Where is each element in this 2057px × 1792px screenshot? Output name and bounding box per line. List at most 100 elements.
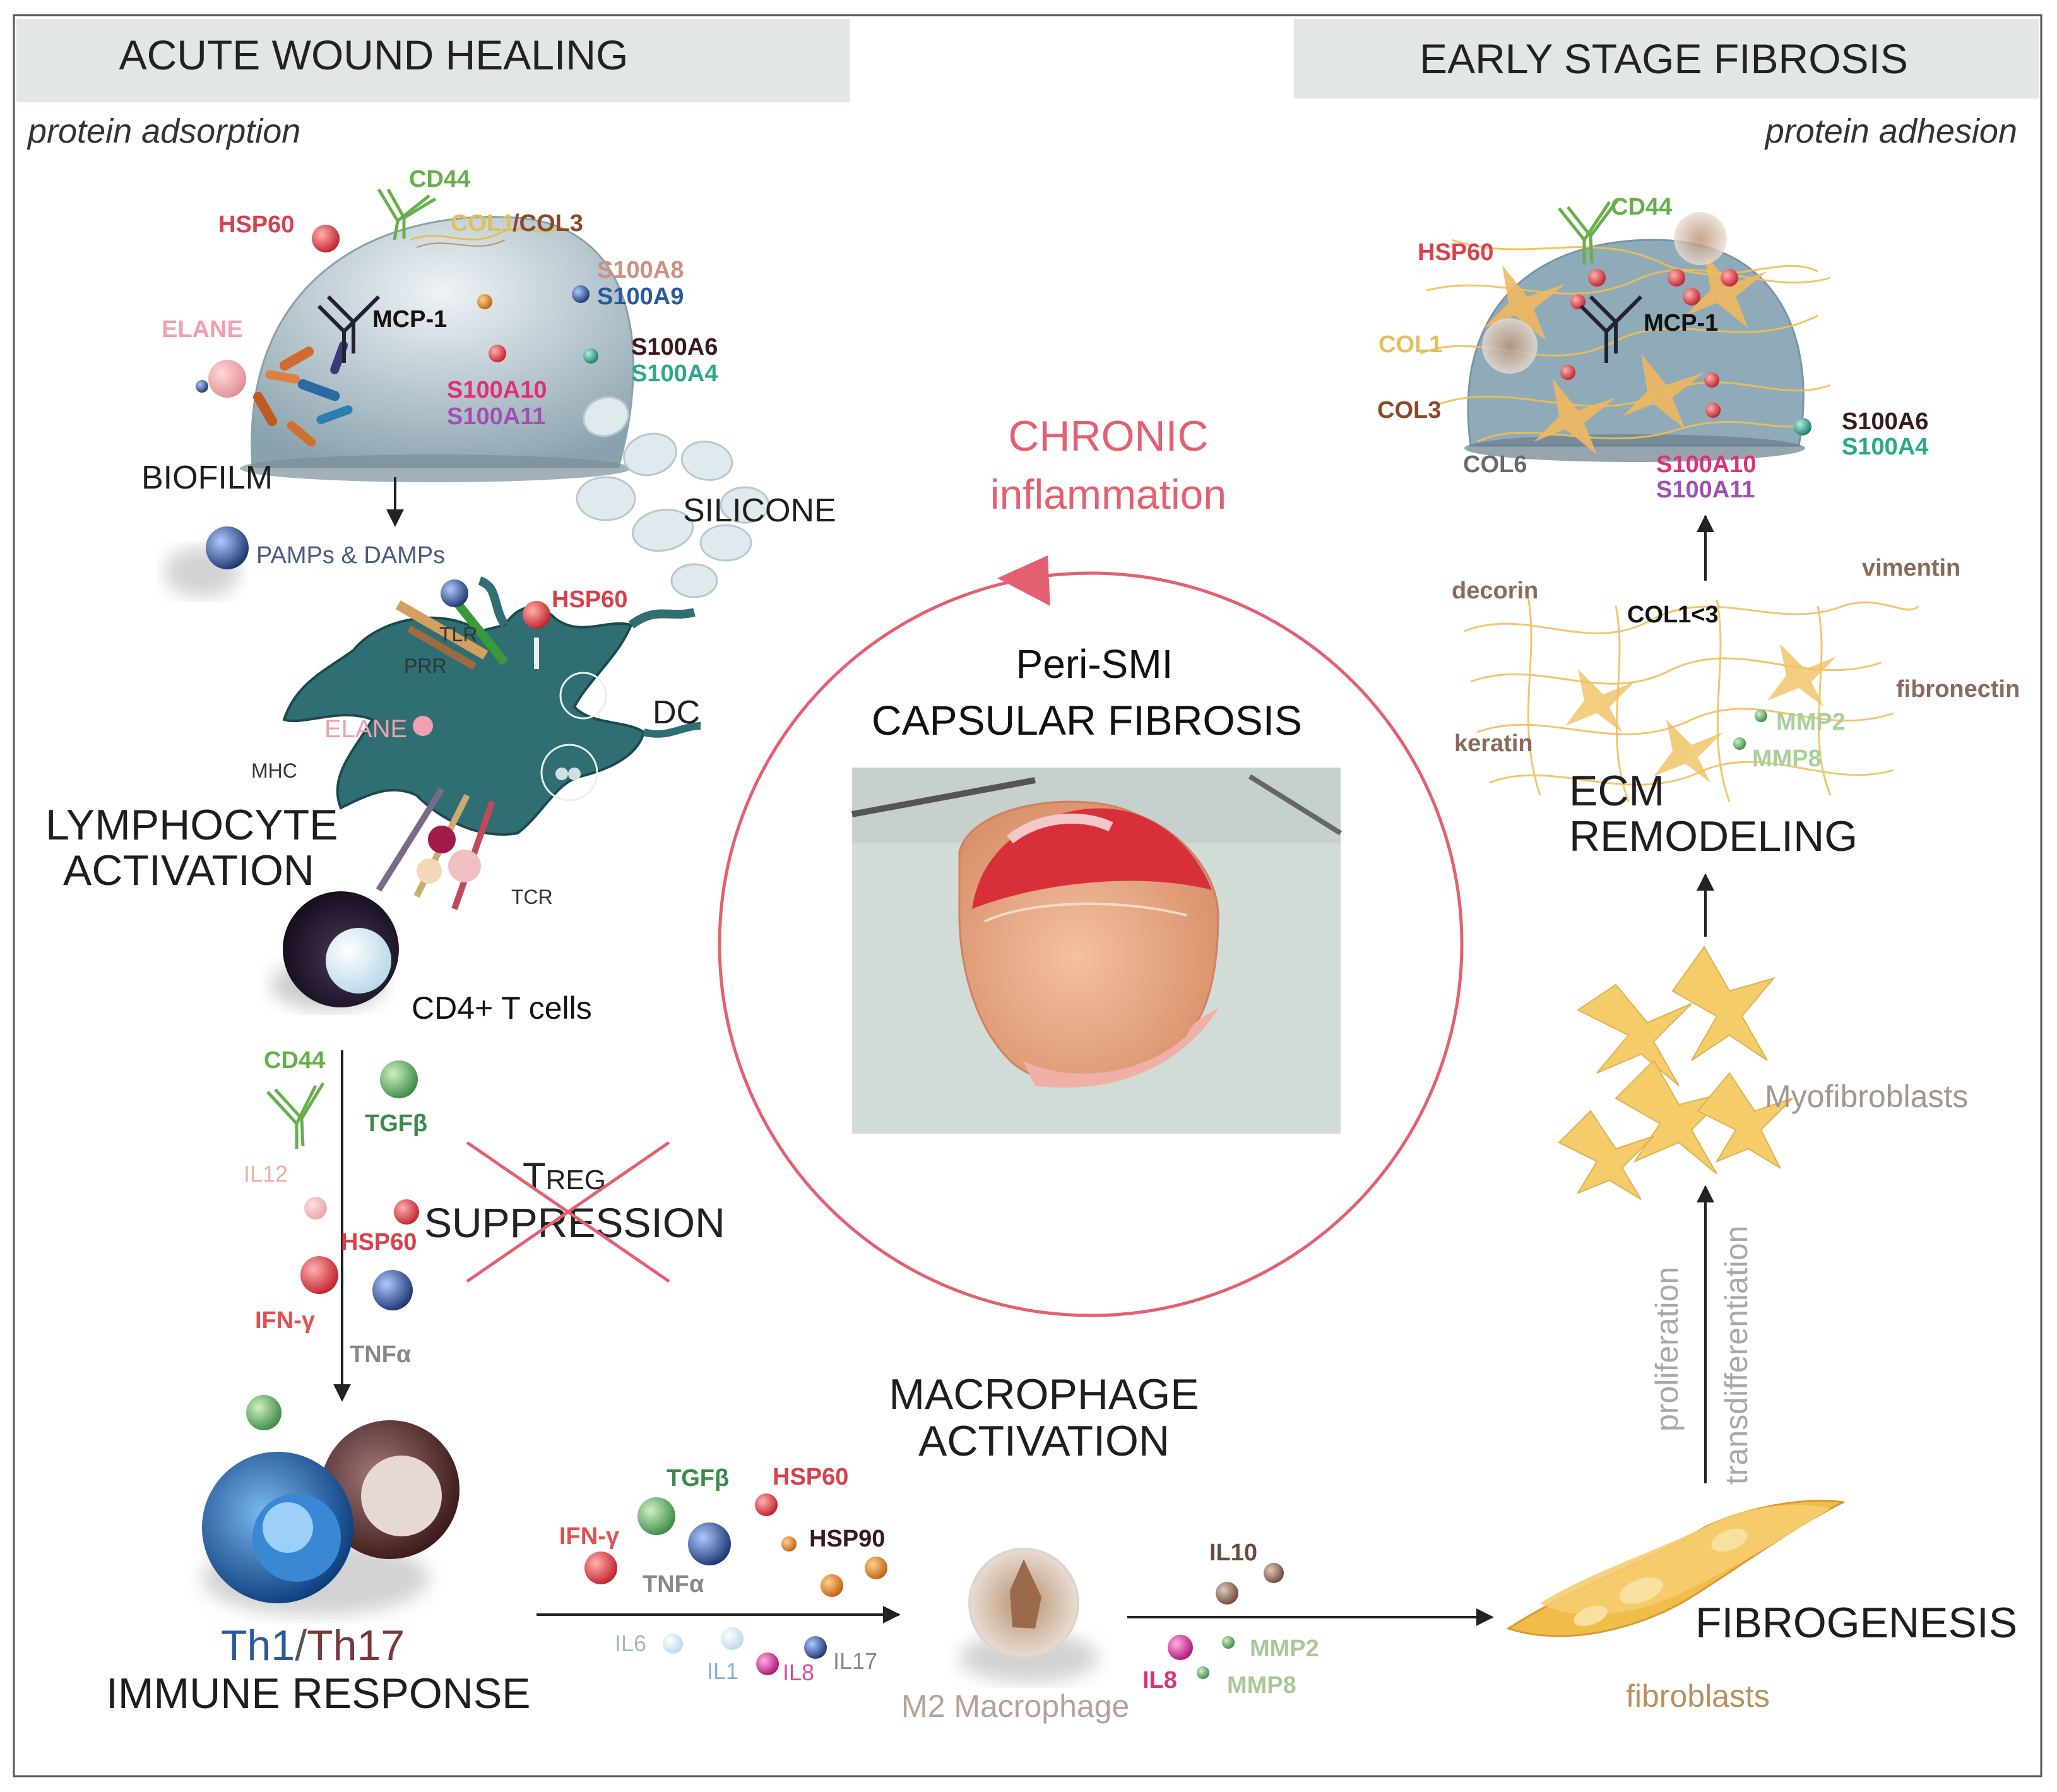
label-col3-right: COL3: [1377, 397, 1441, 424]
capsule-photo: [851, 768, 1343, 1134]
label-pamps-damps: PAMPs & DAMPs: [256, 542, 445, 569]
label-inflammation: inflammation: [990, 471, 1226, 518]
label-s100a11-left: S100A11: [447, 403, 545, 430]
label-il8-left: IL8: [783, 1659, 814, 1685]
label-s100a6-left: S100A6: [631, 334, 718, 360]
label-s100a8: S100A8: [597, 257, 684, 283]
label-decorin: decorin: [1452, 578, 1538, 604]
ifng-molecule: [300, 1256, 338, 1294]
label-transdifferentiation: transdifferentiation: [1719, 1226, 1754, 1485]
silicone-droplets: [576, 396, 770, 598]
label-peri-smi: Peri-SMI: [1016, 641, 1173, 687]
label-silicone: SILICONE: [683, 492, 836, 529]
label-hsp60-bottom: HSP60: [773, 1464, 848, 1490]
label-tgfb-bottom: TGFβ: [667, 1465, 729, 1492]
pamps-molecule: [206, 526, 249, 569]
label-dc: DC: [653, 694, 700, 731]
fibrotic-dome-illustration: [1420, 199, 1831, 462]
label-m2-macrophage: M2 Macrophage: [901, 1688, 1129, 1724]
label-vimentin: vimentin: [1862, 555, 1960, 581]
chronic-cycle-circle: [718, 571, 1464, 1317]
label-il1: IL1: [707, 1658, 738, 1684]
label-mmp8-right: MMP8: [1752, 745, 1822, 772]
right-subtitle: protein adhesion: [1764, 112, 2017, 150]
label-macrophage-activation: ACTIVATION: [918, 1417, 1170, 1465]
label-mmp2-right: MMP2: [1776, 709, 1846, 735]
label-ifng-mid: IFN-γ: [255, 1307, 315, 1334]
label-tgfb-mid: TGFβ: [365, 1110, 427, 1137]
label-col1-lt-3: COL1<3: [1627, 602, 1719, 628]
label-s100a4-left: S100A4: [631, 360, 718, 387]
label-s100a9: S100A9: [597, 283, 684, 310]
label-hsp60-mid: HSP60: [341, 1229, 417, 1255]
label-col1-right: COL1: [1378, 331, 1442, 358]
fibroblast-cells: [1506, 1499, 1846, 1637]
chronic-cycle-arrowhead: [997, 555, 1050, 606]
cross-line-2: [466, 1141, 670, 1283]
label-ecm: ECM: [1569, 767, 1664, 815]
label-hsp60-top: HSP60: [218, 211, 294, 238]
label-mhc: MHC: [251, 759, 297, 782]
label-prr: PRR: [404, 655, 447, 677]
label-cd44-right: CD44: [1611, 194, 1672, 220]
label-il6: IL6: [615, 1630, 646, 1656]
label-tcr: TCR: [511, 886, 553, 908]
myofibroblast-cells: [1558, 946, 1793, 1200]
label-col3-top: /COL3: [513, 210, 583, 237]
label-mmp2-bottom: MMP2: [1250, 1635, 1319, 1662]
label-activation: ACTIVATION: [63, 846, 314, 894]
label-mcp1-left: MCP-1: [372, 306, 447, 333]
label-s100a10-left: S100A10: [447, 377, 547, 403]
label-cd4-t-cells: CD4+ T cells: [412, 990, 592, 1026]
label-remodeling: REMODELING: [1569, 812, 1858, 860]
label-myofibroblasts: Myofibroblasts: [1765, 1079, 1968, 1114]
label-capsular-fibrosis: CAPSULAR FIBROSIS: [872, 697, 1302, 744]
label-mmp8-bottom: MMP8: [1227, 1672, 1296, 1699]
label-hsp90: HSP90: [809, 1526, 885, 1552]
label-il17: IL17: [833, 1648, 877, 1674]
label-immune-response: IMMUNE RESPONSE: [106, 1670, 531, 1718]
label-elane-dc: ELANE: [324, 715, 407, 743]
tgfb-molecule: [380, 1060, 418, 1098]
label-fibrogenesis: FIBROGENESIS: [1695, 1599, 2017, 1647]
label-lymphocyte: LYMPHOCYTE: [45, 801, 338, 849]
label-col6: COL6: [1463, 451, 1527, 478]
label-s100a10-right: S100A10: [1656, 451, 1756, 478]
label-tnfa-mid: TNFα: [350, 1341, 411, 1368]
tnfa-molecule: [372, 1270, 413, 1310]
label-mcp1-right: MCP-1: [1644, 310, 1718, 336]
label-il8-right: IL8: [1142, 1667, 1177, 1694]
label-fibroblasts: fibroblasts: [1626, 1678, 1770, 1714]
label-cd44-top: CD44: [409, 166, 470, 193]
figure-frame: [13, 14, 2042, 1777]
label-th1-th17: Th1/Th17: [221, 1622, 405, 1670]
label-s100a6-right: S100A6: [1842, 408, 1928, 435]
label-ifng-bottom: IFN-γ: [559, 1523, 619, 1550]
label-hsp60-right: HSP60: [1418, 239, 1493, 266]
label-il10: IL10: [1209, 1540, 1257, 1566]
dendritic-cell-illustration: [282, 576, 701, 910]
label-s100a11-right: S100A11: [1656, 477, 1755, 503]
label-keratin: keratin: [1454, 730, 1533, 757]
label-chronic: CHRONIC: [1008, 412, 1208, 460]
label-cd44-mid: CD44: [264, 1047, 325, 1074]
label-tlr: TLR: [439, 623, 477, 646]
label-col1-top: COL1: [451, 210, 514, 237]
left-header-bar: [16, 19, 850, 102]
label-proliferation: proliferation: [1649, 1267, 1685, 1432]
label-tnfa-bottom: TNFα: [643, 1571, 704, 1598]
label-biofilm: BIOFILM: [141, 460, 273, 496]
biofilm-dome-illustration: [196, 188, 634, 482]
label-elane-top: ELANE: [162, 316, 243, 343]
label-s100a4-right: S100A4: [1842, 434, 1928, 460]
cd44-receptor-mid: [266, 1082, 325, 1149]
label-fibronectin: fibronectin: [1896, 676, 2020, 703]
right-panel-title: EARLY STAGE FIBROSIS: [1420, 35, 1908, 82]
label-il12: IL12: [244, 1161, 288, 1187]
label-hsp60-dc: HSP60: [552, 586, 627, 613]
label-macrophage: MACROPHAGE: [889, 1370, 1199, 1418]
left-subtitle: protein adsorption: [27, 112, 300, 150]
right-header-bar: [1294, 19, 2039, 98]
